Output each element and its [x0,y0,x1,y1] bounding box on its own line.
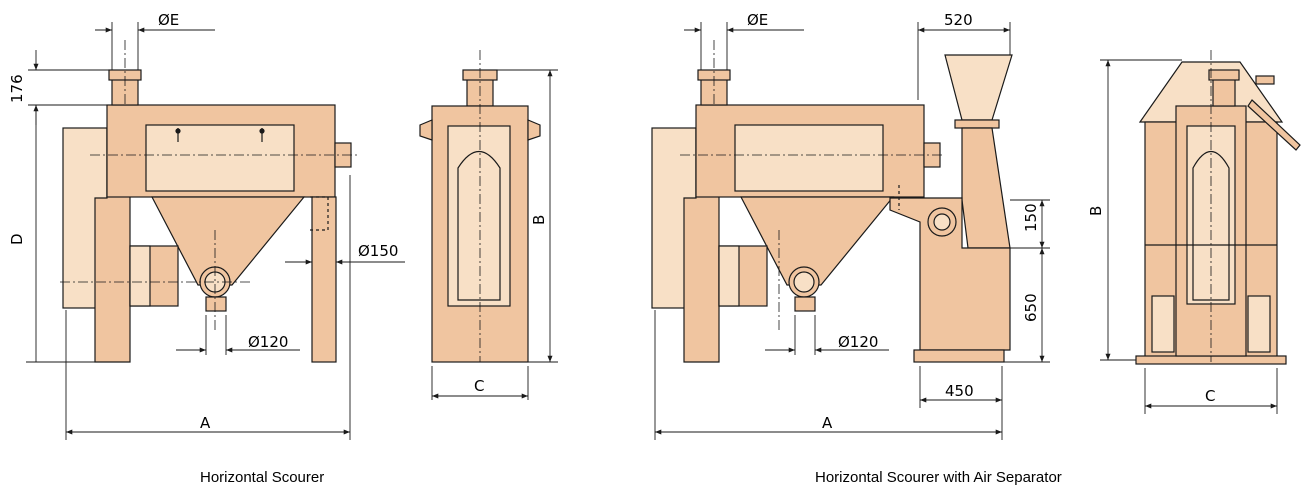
scourer-dimensions [26,22,405,440]
scourer-dim-c: C [474,377,484,395]
scourer-air-dim-diameter-e: ØE [747,11,768,29]
air-separator-chamber [889,197,1011,351]
scourer-dim-b: B [530,215,548,225]
scourer-side-view [60,40,360,363]
scourer-air-front-view [1135,50,1301,365]
scourer-air-dim-650: 650 [1022,293,1040,322]
scourer-dim-120: Ø120 [248,333,288,351]
scourer-air-dim-520: 520 [944,11,973,29]
scourer-caption: Horizontal Scourer [200,469,324,486]
scourer-dim-a: A [200,414,211,432]
scourer-air-dim-b: B [1087,206,1105,216]
scourer-dim-diameter-e: ØE [158,11,179,29]
scourer-air-dim-150: 150 [1022,203,1040,232]
scourer-right-leg [311,196,337,363]
scourer-dim-150: Ø150 [358,242,398,260]
scourer-air-dim-c: C [1205,387,1215,405]
scourer-dim-176: 176 [8,74,26,103]
scourer-window [145,124,295,192]
air-separator-duct [961,127,1011,249]
scourer-outlet-pipe [205,296,227,312]
scourer-air-dim-120: Ø120 [838,333,878,351]
scourer-air-dim-450: 450 [945,382,974,400]
scourer-hopper [151,196,306,286]
scourer-dim-d: D [8,233,26,245]
scourer-air-caption: Horizontal Scourer with Air Separator [815,469,1062,486]
air-separator-hood [944,54,1013,121]
scourer-front-view [419,50,541,363]
scourer-air-dim-a: A [822,414,833,432]
scourer-air-side-view [651,40,1013,363]
